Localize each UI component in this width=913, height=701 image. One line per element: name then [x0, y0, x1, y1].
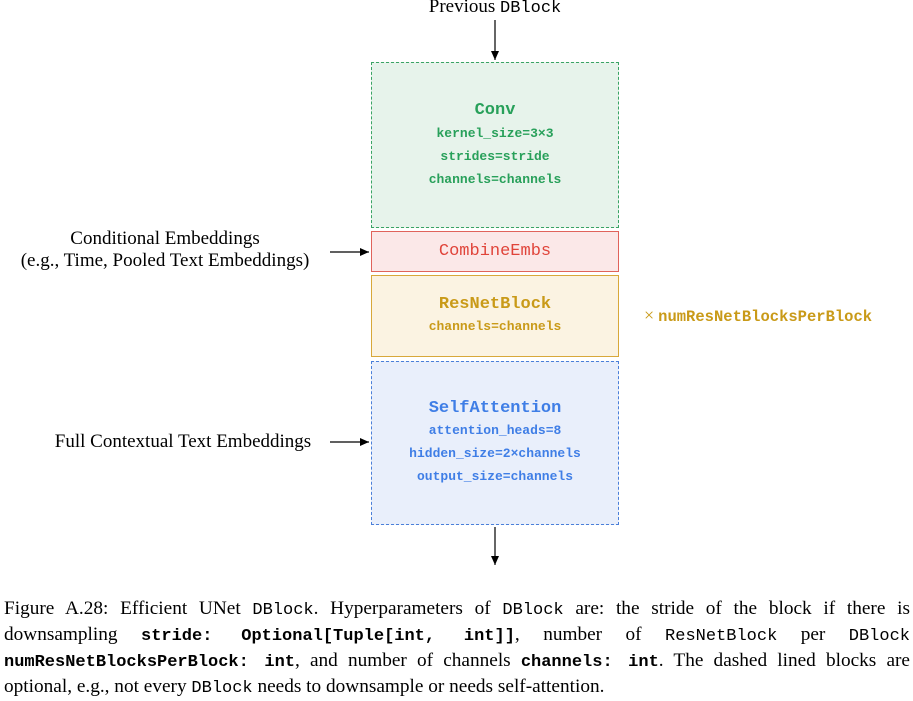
- conditional-embeddings-label: Conditional Embeddings (e.g., Time, Pool…: [0, 228, 330, 272]
- caption-text-4: , number of: [514, 624, 666, 645]
- caption-text-5: per: [777, 624, 849, 645]
- caption-code-7: channels: int: [520, 653, 659, 672]
- combine-embs-title: CombineEmbs: [438, 242, 552, 261]
- caption-code-4: ResNetBlock: [665, 627, 778, 646]
- repeat-count-label: × numResNetBlocksPerBlock: [644, 305, 872, 326]
- attention-param-hidden: hidden_size=2×channels: [409, 446, 581, 461]
- resnet-block: ResNetBlock channels=channels: [371, 275, 619, 357]
- caption-text-8: . The dashed lined blocks are optional, …: [4, 650, 910, 697]
- conv-title: Conv: [474, 101, 516, 120]
- attention-param-heads: attention_heads=8: [428, 423, 562, 438]
- conv-block: Conv kernel_size=3×3 strides=stride chan…: [371, 62, 619, 228]
- conv-param-strides: strides=stride: [440, 149, 550, 164]
- caption-code-3: stride: Optional[Tuple[int, int]]: [141, 627, 515, 646]
- input-label-code: DBlock: [500, 0, 562, 18]
- conditional-embeddings-line2: (e.g., Time, Pooled Text Embeddings): [20, 250, 310, 271]
- attention-param-output: output_size=channels: [416, 469, 574, 484]
- self-attention-title: SelfAttention: [428, 399, 562, 418]
- times-symbol: ×: [644, 305, 655, 325]
- caption-code-8: DBlock: [191, 679, 253, 698]
- conditional-embeddings-line1: Conditional Embeddings: [70, 228, 260, 249]
- input-label: Previous DBlock: [0, 0, 913, 18]
- caption-text-9: needs to downsample or needs self-attent…: [252, 676, 605, 697]
- conv-param-kernel: kernel_size=3×3: [436, 126, 554, 141]
- caption-text-1: Figure A.28: Efficient UNet: [4, 598, 253, 619]
- resnet-param-channels: channels=channels: [428, 319, 562, 334]
- self-attention-block: SelfAttention attention_heads=8 hidden_s…: [371, 361, 619, 525]
- conv-param-channels: channels=channels: [428, 172, 562, 187]
- caption-code-6: numResNetBlocksPerBlock: int: [4, 653, 295, 672]
- combine-embs-block: CombineEmbs: [371, 231, 619, 272]
- caption-text-7: , and number of channels: [294, 650, 521, 671]
- text-embeddings-label: Full Contextual Text Embeddings: [0, 431, 366, 453]
- caption-text-3: are: the stride of the block if there is…: [4, 598, 910, 645]
- caption-code-1: DBlock: [252, 601, 314, 620]
- text-embeddings-text: Full Contextual Text Embeddings: [54, 431, 312, 452]
- caption-code-2: DBlock: [502, 601, 564, 620]
- caption-text-2: . Hyperparameters of: [313, 598, 503, 619]
- repeat-count-name: numResNetBlocksPerBlock: [658, 308, 873, 326]
- figure-caption: Figure A.28: Efficient UNet DBlock. Hype…: [4, 597, 910, 701]
- input-label-text: Previous: [428, 0, 501, 17]
- caption-code-5: DBlock: [848, 627, 910, 646]
- resnet-title: ResNetBlock: [438, 295, 552, 314]
